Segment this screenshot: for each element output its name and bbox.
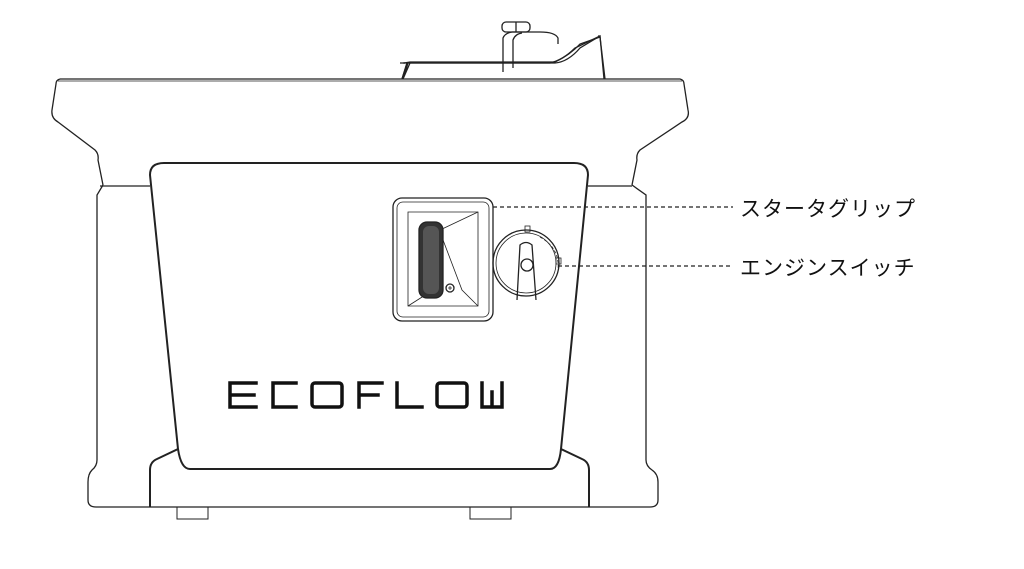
- engine-switch[interactable]: [492, 225, 562, 301]
- callout-lines: [493, 206, 733, 267]
- callout-label-starter-grip: スタータグリップ: [740, 197, 916, 221]
- callout-label-engine-switch: エンジンスイッチ: [740, 256, 916, 280]
- top-cover: [51, 78, 690, 186]
- starter-grip[interactable]: [392, 197, 494, 322]
- top-handle: [400, 21, 606, 80]
- front-panel: [148, 162, 590, 507]
- side-frame: [87, 184, 659, 508]
- feet: [176, 507, 512, 520]
- ecoflow-logo: [228, 381, 504, 409]
